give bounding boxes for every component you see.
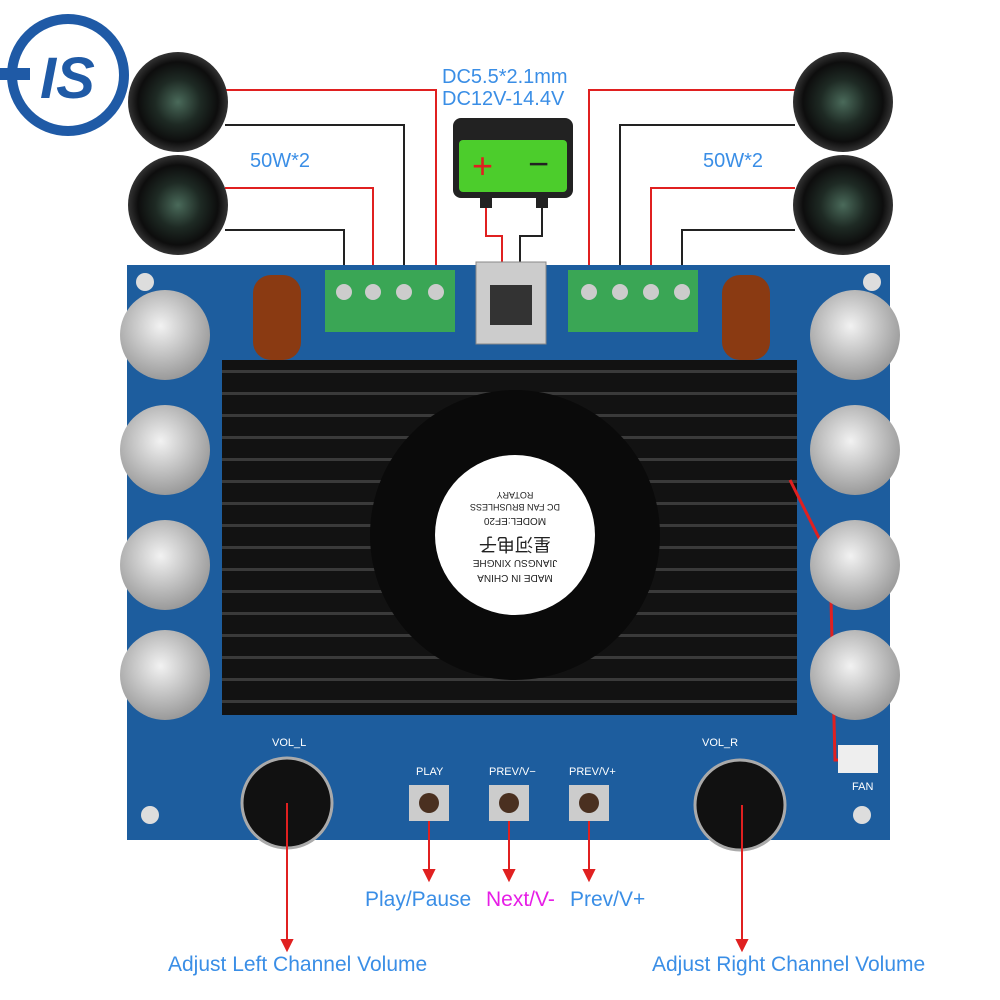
- svg-text:FAN: FAN: [852, 781, 873, 793]
- speaker-icon: [128, 52, 228, 152]
- left-speaker-power-label: 50W*2: [250, 150, 311, 172]
- svg-text:DC FAN BRUSHLESS: DC FAN BRUSHLESS: [470, 502, 560, 512]
- right-speaker-terminal: [568, 270, 698, 332]
- speaker-icon: [793, 155, 893, 255]
- right-volume-label: Adjust Right Channel Volume: [652, 953, 926, 976]
- svg-text:PLAY: PLAY: [416, 766, 444, 778]
- brand-logo: IS: [0, 14, 129, 136]
- right-volume-knob: [693, 758, 787, 852]
- svg-text:MADE IN CHINA: MADE IN CHINA: [477, 572, 553, 583]
- power-spec-connector: DC5.5*2.1mm: [442, 66, 568, 88]
- power-spec-voltage: DC12V-14.4V: [442, 88, 565, 110]
- play-pause-label: Play/Pause: [365, 888, 472, 911]
- prev-label: Prev/V+: [570, 888, 646, 911]
- cooling-fan: MADE IN CHINA JIANGSU XINGHE 星河电子 MODEL:…: [370, 390, 660, 680]
- svg-text:JIANGSU XINGHE: JIANGSU XINGHE: [472, 557, 557, 568]
- annotation-arrows: [280, 803, 749, 953]
- svg-text:MODEL:EF20: MODEL:EF20: [483, 515, 546, 526]
- svg-text:ROTARY: ROTARY: [497, 490, 534, 500]
- inductor: [722, 275, 770, 360]
- svg-text:IS: IS: [40, 46, 95, 111]
- battery-icon: + −: [453, 118, 573, 208]
- svg-text:PREV/V−: PREV/V−: [489, 766, 536, 778]
- speaker-icon: [128, 155, 228, 255]
- right-speaker-power-label: 50W*2: [703, 150, 764, 172]
- left-speaker-terminal: [325, 270, 455, 332]
- svg-text:−: −: [528, 143, 549, 184]
- speaker-icon: [793, 52, 893, 152]
- amplifier-board: MADE IN CHINA JIANGSU XINGHE 星河电子 MODEL:…: [120, 261, 900, 852]
- fan-connector: [838, 745, 878, 773]
- next-label: Next/V-: [486, 888, 555, 911]
- svg-text:星河电子: 星河电子: [479, 534, 551, 554]
- svg-text:+: +: [472, 145, 493, 186]
- left-volume-label: Adjust Left Channel Volume: [168, 953, 428, 976]
- svg-text:VOL_R: VOL_R: [702, 737, 738, 749]
- capacitors: [120, 290, 900, 720]
- svg-text:VOL_L: VOL_L: [272, 737, 306, 749]
- speaker-icons: [128, 52, 893, 255]
- inductor: [253, 275, 301, 360]
- svg-text:PREV/V+: PREV/V+: [569, 766, 616, 778]
